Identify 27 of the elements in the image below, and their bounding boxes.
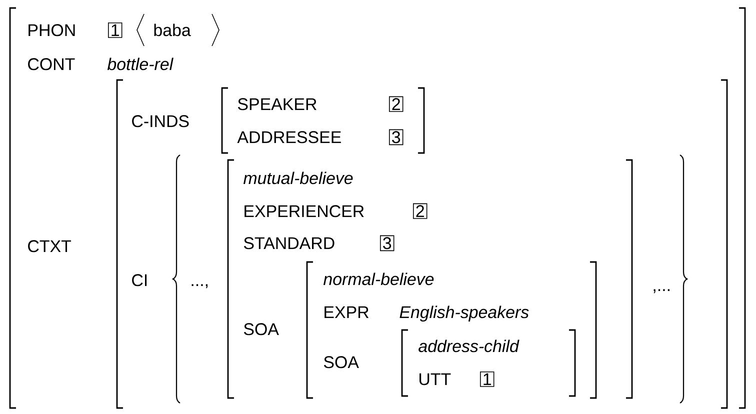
type-label: English-speakers [400,306,529,322]
feature-label: STANDARD [244,237,334,250]
feature-label: UTT [420,373,451,386]
type-label: address-child [418,340,520,352]
feature-label: CI [132,274,147,286]
feature-label: EXPERIENCER [244,205,364,218]
value-text: baba [154,24,191,36]
feature-label: SOA [244,323,279,336]
tag-box: 3 [389,129,404,146]
tag-box: 2 [413,203,428,219]
feature-label: EXPR [324,306,369,318]
tag-box: 3 [380,235,394,252]
feature-label: SOA [324,356,359,368]
tag-box: 1 [480,371,494,387]
tag-box: 1 [108,22,122,38]
feature-label: C-INDS [132,115,189,128]
feature-label: CTXT [28,240,72,252]
value-text: ..., [192,284,208,288]
type-label: normal-believe [323,272,434,286]
feature-label: ADDRESSEE [237,131,341,144]
tag-box: 2 [389,96,404,112]
type-label: bottle-rel [107,58,174,70]
feature-label: CONT [28,58,75,70]
type-label: mutual-believe [243,172,353,184]
value-text: ,... [654,289,670,294]
feature-label: PHON [28,24,75,36]
feature-label: SPEAKER [238,98,316,110]
